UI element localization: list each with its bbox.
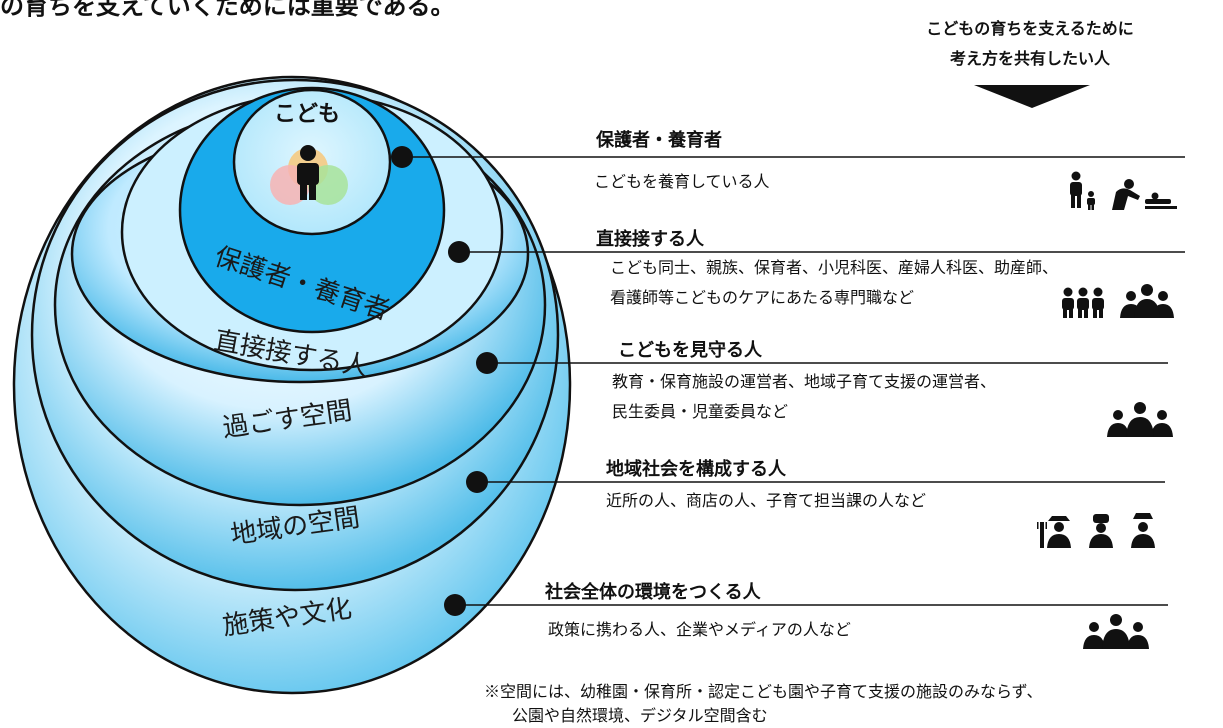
category-title: 直接接する人 xyxy=(596,229,704,250)
cook-icon xyxy=(1089,514,1113,548)
child-emblem-icon xyxy=(270,145,348,205)
down-arrow-icon xyxy=(974,85,1090,108)
footnote-line-2: 公園や自然環境、デジタル空間含む xyxy=(512,706,768,725)
category-title: 地域社会を構成する人 xyxy=(606,459,786,480)
category-title: 保護者・養育者 xyxy=(596,130,722,151)
three-people-icon xyxy=(1062,287,1104,318)
category-desc: こども同士、親族、保育者、小児科医、産婦人科医、助産師、 xyxy=(610,258,1059,277)
category-desc: 看護師等こどものケアにあたる専門職など xyxy=(610,288,915,307)
ring-label-child: こども xyxy=(274,102,341,127)
cut-heading: の育ちを支えていくためには重要である。 xyxy=(0,0,455,20)
footnote: ※空間には、幼稚園・保育所・認定こども園や子育て支援の施設のみならず、 公園や自… xyxy=(484,680,1043,728)
audience-heading: こどもの育ちを支えるために 考え方を共有したい人 xyxy=(880,14,1180,74)
category-desc: 教育・保育施設の運営者、地域子育て支援の運営者、 xyxy=(612,372,997,391)
connector-lines xyxy=(402,156,1185,606)
parent-child-icon xyxy=(1070,171,1095,210)
group-icon xyxy=(1107,402,1173,437)
group-icon xyxy=(1120,284,1174,318)
farmer-icon xyxy=(1037,516,1071,548)
caregiver-changing-icon xyxy=(1112,179,1177,210)
audience-line-1: こどもの育ちを支えるために xyxy=(926,19,1134,38)
category-desc: こどもを養育している人 xyxy=(594,172,770,191)
category-desc: 政策に携わる人、企業やメディアの人など xyxy=(548,620,851,639)
footnote-line-1: ※空間には、幼稚園・保育所・認定こども園や子育て支援の施設のみならず、 xyxy=(484,682,1043,701)
category-desc: 民生委員・児童委員など xyxy=(612,402,789,421)
group-icon xyxy=(1083,614,1149,649)
audience-line-2: 考え方を共有したい人 xyxy=(949,49,1110,68)
category-desc: 近所の人、商店の人、子育て担当課の人など xyxy=(606,491,927,510)
officer-icon xyxy=(1131,513,1155,548)
connector-dots xyxy=(391,146,498,616)
category-title: 社会全体の環境をつくる人 xyxy=(545,582,761,603)
category-title: こどもを見守る人 xyxy=(618,340,762,361)
